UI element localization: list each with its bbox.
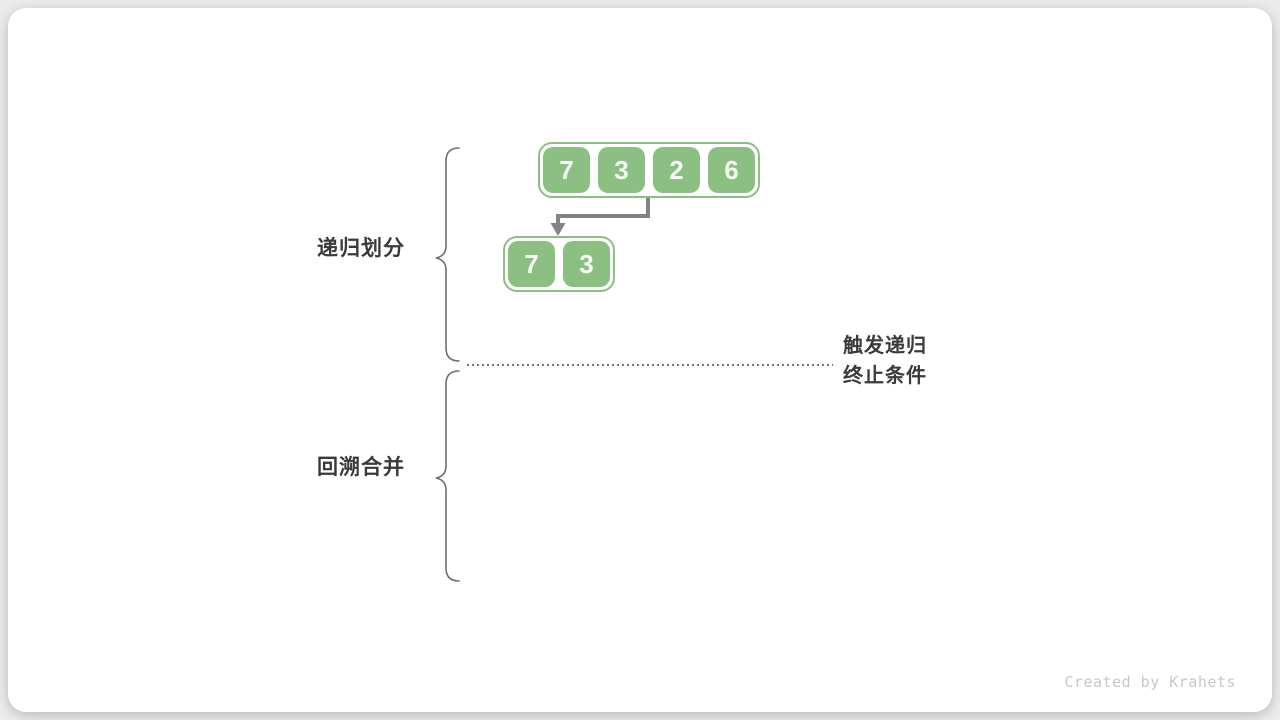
termination-divider-line [467,364,833,366]
brace-backtrack-merge [435,370,460,582]
termination-condition-label: 触发递归 终止条件 [843,331,983,391]
array-cell: 7 [508,241,555,287]
array-level1: 7 3 2 6 [538,142,760,198]
array-cell: 2 [653,147,700,193]
array-level2: 7 3 [503,236,615,292]
watermark-credit: Created by Krahets [1064,673,1236,691]
brace-recursive-partition [435,147,460,362]
array-cell: 7 [543,147,590,193]
partition-arrow [550,198,650,236]
array-cell: 3 [598,147,645,193]
termination-condition-line2: 终止条件 [843,365,927,387]
array-cell: 6 [708,147,755,193]
termination-condition-line1: 触发递归 [843,335,927,357]
canvas-card: 递归划分 回溯合并 7 3 2 6 7 3 触发递归 终止条件 Created … [8,8,1272,712]
array-cell: 3 [563,241,610,287]
phase-label-backtrack-merge: 回溯合并 [317,456,405,479]
phase-label-recursive-partition: 递归划分 [317,237,405,260]
